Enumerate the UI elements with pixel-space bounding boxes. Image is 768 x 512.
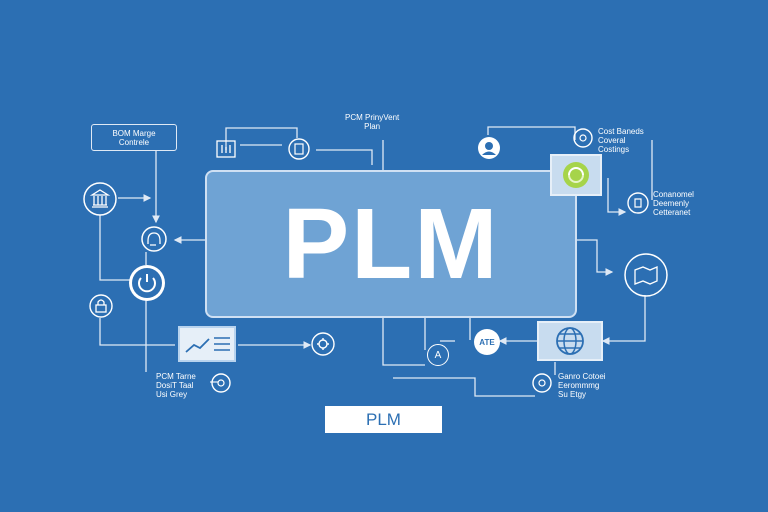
gear-icon	[311, 332, 335, 361]
chart-icon	[178, 326, 236, 367]
power-icon	[127, 263, 167, 308]
badge-icon	[626, 191, 650, 220]
ate-node: ATE	[474, 329, 500, 355]
lock-icon	[89, 294, 113, 323]
building-icon	[82, 181, 118, 222]
ganro-label: Ganro Cotoei Eerommmg Su Etgy	[558, 372, 606, 399]
settings-icon	[572, 127, 594, 154]
document-icon	[287, 137, 311, 166]
center-plm-box: PLM	[205, 170, 577, 318]
pcm-bottom-label: PCM Tarne DosiT Taal Usi Grey	[156, 372, 196, 399]
conanomel-label: Conanomel Deemenly Cetteranet	[653, 190, 694, 217]
bottom-right-icon	[531, 372, 553, 399]
cost-label: Cost Baneds Coveral Costings	[598, 127, 644, 154]
recycle-icon	[550, 154, 602, 201]
top-caption: PCM PrinyVent Plan	[345, 113, 400, 131]
cube-icon	[214, 138, 238, 165]
center-plm-label: PLM	[282, 187, 500, 300]
globe-icon	[537, 321, 603, 366]
ate-node-label: ATE	[479, 337, 495, 347]
headset-icon	[140, 225, 168, 258]
bom-box: BOM Marge Contrele	[91, 124, 177, 151]
a-node-label: A	[434, 349, 442, 361]
user-icon	[477, 136, 501, 165]
map-icon	[623, 252, 669, 303]
a-node: A	[427, 344, 449, 366]
footer-plm-label: PLM	[325, 406, 442, 433]
target-icon	[210, 372, 232, 399]
